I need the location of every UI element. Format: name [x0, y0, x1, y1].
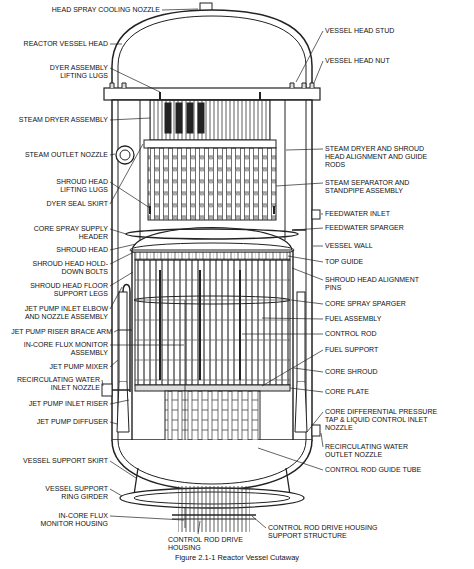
part-label: VESSEL HEAD STUD	[325, 27, 425, 35]
leader-line	[110, 489, 122, 496]
leader-line	[110, 118, 150, 120]
leader-line	[110, 244, 136, 250]
part-label: STEAM DRYER ASSEMBLY	[8, 116, 108, 124]
leader-line	[162, 9, 198, 10]
part-label: FUEL ASSEMBLY	[325, 315, 425, 323]
leader-line	[314, 61, 323, 83]
part-label: SHROUD HEAD	[28, 246, 108, 254]
leader-line	[258, 448, 323, 470]
leader-line	[102, 380, 103, 386]
leader-line	[288, 256, 323, 262]
part-label: HEAD SPRAY COOLING NOZZLE	[40, 6, 160, 14]
part-label: DYER SEAL SKIRT	[8, 200, 108, 208]
part-label: CONTROL ROD DRIVE HOUSING	[168, 536, 268, 552]
leader-line	[307, 412, 323, 432]
part-label: JET PUMP INLET RISER	[12, 400, 108, 408]
figure-caption: Figure 2.1-1 Reactor Vessel Cutaway	[0, 553, 474, 562]
leader-line	[294, 228, 323, 230]
part-label: SHROUD HEAD HOLD-DOWN BOLTS	[30, 260, 108, 276]
leader-line	[321, 214, 323, 215]
part-label: FEEDWATER SPARGER	[325, 224, 425, 232]
leader-line	[110, 229, 126, 234]
part-label: CONTROL ROD GUIDE TUBE	[325, 466, 425, 474]
leader-line	[110, 516, 184, 520]
part-label: STEAM OUTLET NOZZLE	[8, 151, 108, 159]
part-label: CORE DIFFERENTIAL PRESSURE TAP & LIQUID …	[325, 408, 440, 432]
part-label: DYER ASSEMBLY LIFTING LUGS	[44, 64, 108, 80]
part-label: VESSEL HEAD NUT	[325, 57, 425, 65]
leader-line	[276, 183, 323, 186]
part-label: CONTROL ROD	[325, 330, 425, 338]
leader-line	[242, 334, 323, 335]
leader-line	[110, 68, 160, 92]
leader-line	[110, 252, 134, 264]
leader-line	[262, 350, 323, 386]
leader-line	[110, 182, 150, 208]
leader-line	[296, 31, 323, 82]
leader-line	[252, 516, 266, 528]
part-label: RECIRCULATING WATER OUTLET NOZZLE	[325, 443, 437, 459]
part-label: STEAM SEPARATOR AND STANDPIPE ASSEMBLY	[325, 179, 445, 195]
leader-line	[110, 345, 184, 346]
part-label: JET PUMP RISER BRACE ARM	[6, 328, 112, 336]
leader-line	[110, 287, 122, 309]
part-label: VESSEL WALL	[325, 242, 425, 250]
leader-line	[313, 246, 323, 247]
leader-line	[291, 300, 323, 304]
leader-line	[110, 422, 117, 424]
part-label: CORE SPRAY SPARGER	[325, 300, 425, 308]
part-label: FEEDWATER INLET	[325, 210, 425, 218]
part-label: FUEL SUPPORT	[325, 346, 425, 354]
part-label: CORE SHROUD	[325, 368, 425, 376]
leader-line	[114, 330, 118, 332]
part-label: SHROUD HEAD ALIGNMENT PINS	[325, 276, 435, 292]
leader-line	[198, 521, 200, 534]
leader-line	[286, 149, 323, 150]
part-label: IN-CORE FLUX MONITOR HOUSING	[32, 512, 108, 528]
leader-line	[290, 388, 323, 392]
leader-line	[110, 461, 136, 478]
part-label: CONTROL ROD DRIVE HOUSING SUPPORT STRUCT…	[268, 524, 388, 540]
part-label: IN-CORE FLUX MONITOR ASSEMBLY	[12, 341, 108, 357]
leader-line	[110, 360, 118, 367]
leader-line	[110, 272, 133, 286]
part-label: SHROUD HEAD LIFTING LUGS	[46, 178, 108, 194]
leader-line	[110, 400, 129, 404]
leader-line	[110, 144, 143, 204]
part-label: JET PUMP DIFFUSER	[18, 418, 108, 426]
part-label: REACTOR VESSEL HEAD	[8, 40, 108, 48]
leader-line	[321, 433, 323, 447]
part-label: CORE PLATE	[325, 388, 425, 396]
leader-line	[110, 154, 115, 155]
part-label: VESSEL SUPPORT RING GIRDER	[38, 485, 108, 501]
leader-line	[292, 268, 323, 280]
part-label: JET PUMP MIXER	[18, 363, 108, 371]
leader-line	[294, 368, 323, 372]
part-label: JET PUMP INLET ELBOW AND NOZZLE ASSEMBLY	[14, 305, 108, 321]
part-label: RECIRCULATING WATER INLET NOZZLE	[4, 376, 100, 392]
part-label: SHROUD HEAD FLOOR SUPPORT LEGS	[26, 282, 108, 298]
leader-line	[110, 44, 122, 45]
part-label: CORE SPRAY SUPPLY HEADER	[26, 225, 108, 241]
part-label: VESSEL SUPPORT SKIRT	[8, 457, 108, 465]
part-label: STEAM DRYER AND SHROUD HEAD ALIGNMENT AN…	[325, 145, 435, 169]
part-label: TOP GUIDE	[325, 258, 425, 266]
leader-line	[262, 318, 323, 319]
